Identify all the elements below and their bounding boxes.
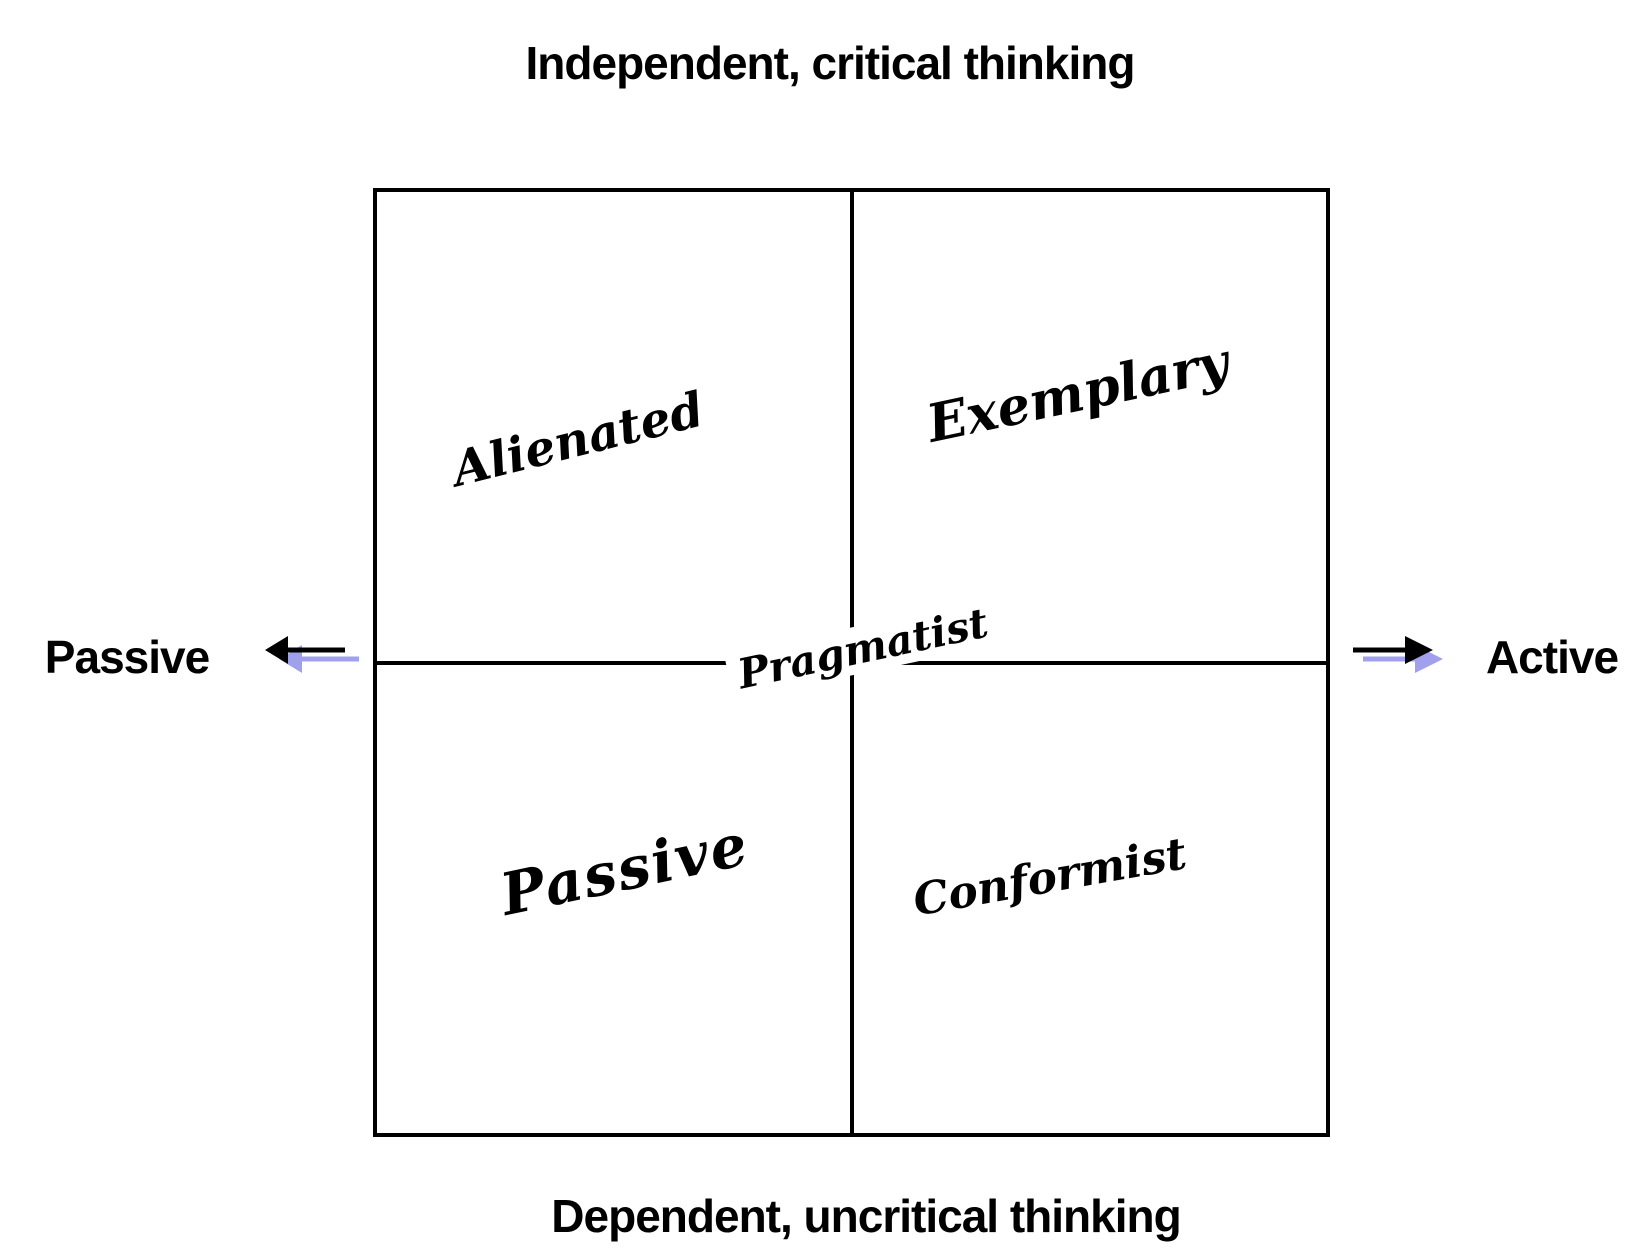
left-axis-label: Passive: [44, 631, 210, 683]
bottom-axis-label: Dependent, uncritical thinking: [551, 1190, 1181, 1242]
right-arrow-glyph: [1353, 636, 1433, 664]
left-arrow-glyph: [265, 636, 345, 664]
right-arrow-icon: [1353, 636, 1443, 673]
right-axis-label: Active: [1485, 631, 1619, 683]
left-arrow-icon: [265, 636, 359, 673]
top-axis-label: Independent, critical thinking: [525, 37, 1136, 89]
